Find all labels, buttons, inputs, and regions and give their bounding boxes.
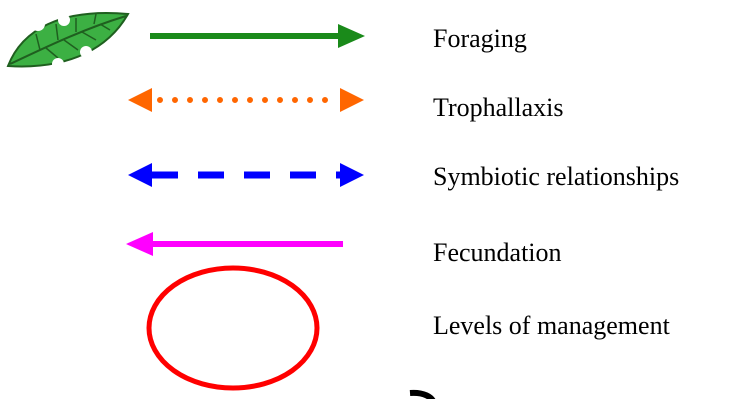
leaf-icon <box>6 12 130 70</box>
legend-label-trophallaxis: Trophallaxis <box>433 93 564 122</box>
legend-label-fecundation: Fecundation <box>433 238 562 267</box>
trophallaxis-arrow <box>128 88 364 112</box>
symbiotic-arrow <box>128 163 364 187</box>
legend-label-levels-of-management: Levels of management <box>433 311 670 340</box>
legend-label-symbiotic-relationships: Symbiotic relationships <box>433 162 680 191</box>
fecundation-arrow <box>126 232 343 256</box>
curved-mark <box>409 389 436 399</box>
management-ellipse <box>146 265 320 391</box>
legend-label-foraging: Foraging <box>433 24 527 53</box>
foraging-arrow <box>150 24 365 48</box>
